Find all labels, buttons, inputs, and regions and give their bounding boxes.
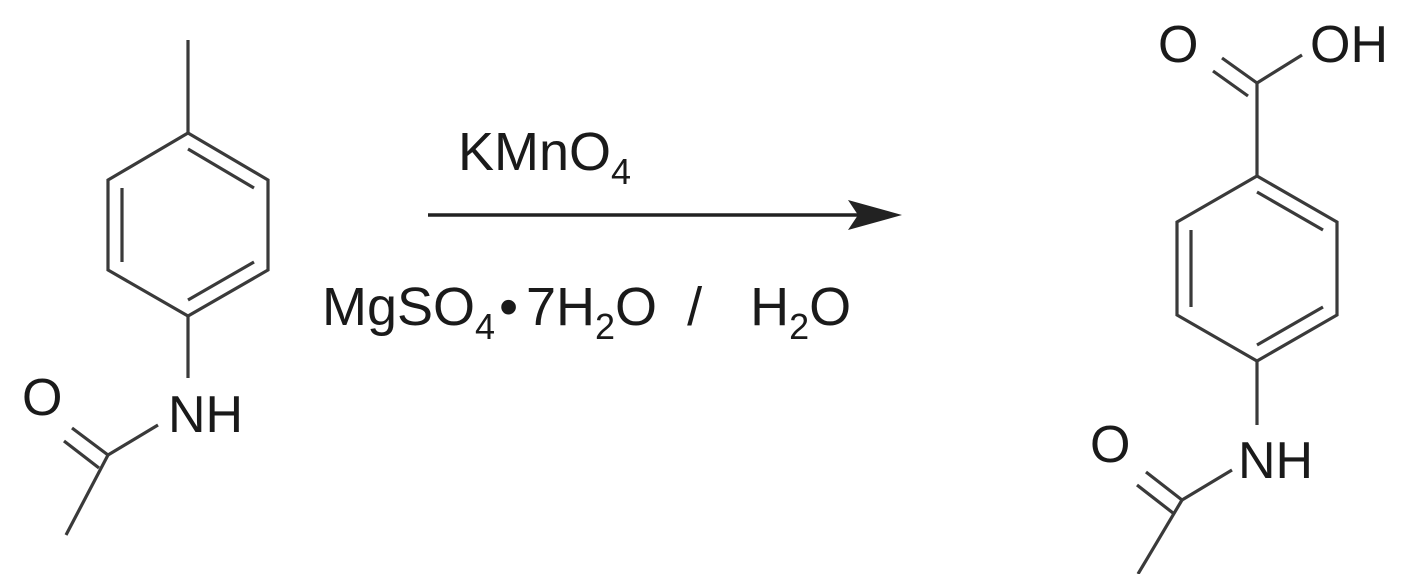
product-ring-double-bond bbox=[1256, 190, 1324, 232]
product-c-oh-bond bbox=[1256, 53, 1303, 85]
solvent-tail: O bbox=[809, 277, 851, 337]
product-c-o-double-bond bbox=[1145, 470, 1183, 502]
product-ring-double-bond bbox=[1256, 305, 1324, 347]
product-acid-oxygen-label: O bbox=[1158, 16, 1198, 74]
reactant-n-c-bond bbox=[107, 423, 159, 457]
product-c-o-double-bond bbox=[1136, 483, 1174, 515]
product-acid-c-o-double-bond bbox=[1221, 56, 1258, 85]
product-n-c-bond bbox=[1181, 468, 1233, 502]
reactant-benzene-ring bbox=[106, 131, 270, 318]
reagent-hydrate-subscript: 2 bbox=[595, 306, 615, 347]
product-acetyl-methyl-bond bbox=[1136, 499, 1184, 574]
product-structure: O OH NH O bbox=[1090, 16, 1388, 574]
reactant-structure: NH O bbox=[22, 40, 270, 536]
product-amide-nitrogen-label: NH bbox=[1238, 432, 1313, 490]
reagent-above-arrow: KMnO4 bbox=[458, 122, 631, 192]
reagent-mgso-subscript: 4 bbox=[475, 306, 495, 347]
reactant-acetyl-methyl-bond bbox=[64, 454, 110, 536]
reagent-below-arrow: MgSO4•7H2O/H2O bbox=[322, 277, 851, 347]
reagent-hydrate-dot: • bbox=[499, 277, 518, 337]
reagent-separator: / bbox=[687, 277, 702, 337]
reactant-amide-nitrogen-label: NH bbox=[168, 386, 243, 444]
reactant-ring-double-bond bbox=[187, 260, 255, 302]
reactant-c-o-double-bond bbox=[63, 439, 100, 470]
product-acid-c-o-double-bond bbox=[1212, 69, 1249, 98]
reagent-kmno: KMnO bbox=[458, 122, 611, 182]
product-hydroxyl-label: OH bbox=[1310, 16, 1388, 74]
reagent-mgso: MgSO bbox=[322, 277, 475, 337]
solvent-h: H bbox=[750, 277, 789, 337]
reagent-hydrate-tail: O bbox=[615, 277, 657, 337]
product-carbonyl-oxygen-label: O bbox=[1090, 416, 1130, 474]
reaction-arrow-group: KMnO4 MgSO4•7H2O/H2O bbox=[322, 122, 902, 347]
reagent-kmno-subscript: 4 bbox=[611, 151, 631, 192]
reagent-hydrate-coefficient: 7H bbox=[526, 277, 595, 337]
reactant-ring-double-bond bbox=[187, 147, 255, 190]
solvent-subscript: 2 bbox=[789, 306, 809, 347]
reactant-carbonyl-oxygen-label: O bbox=[22, 369, 62, 427]
reactant-c-o-double-bond bbox=[71, 426, 109, 457]
product-benzene-ring bbox=[1175, 174, 1339, 363]
reaction-arrow-head bbox=[848, 200, 902, 230]
